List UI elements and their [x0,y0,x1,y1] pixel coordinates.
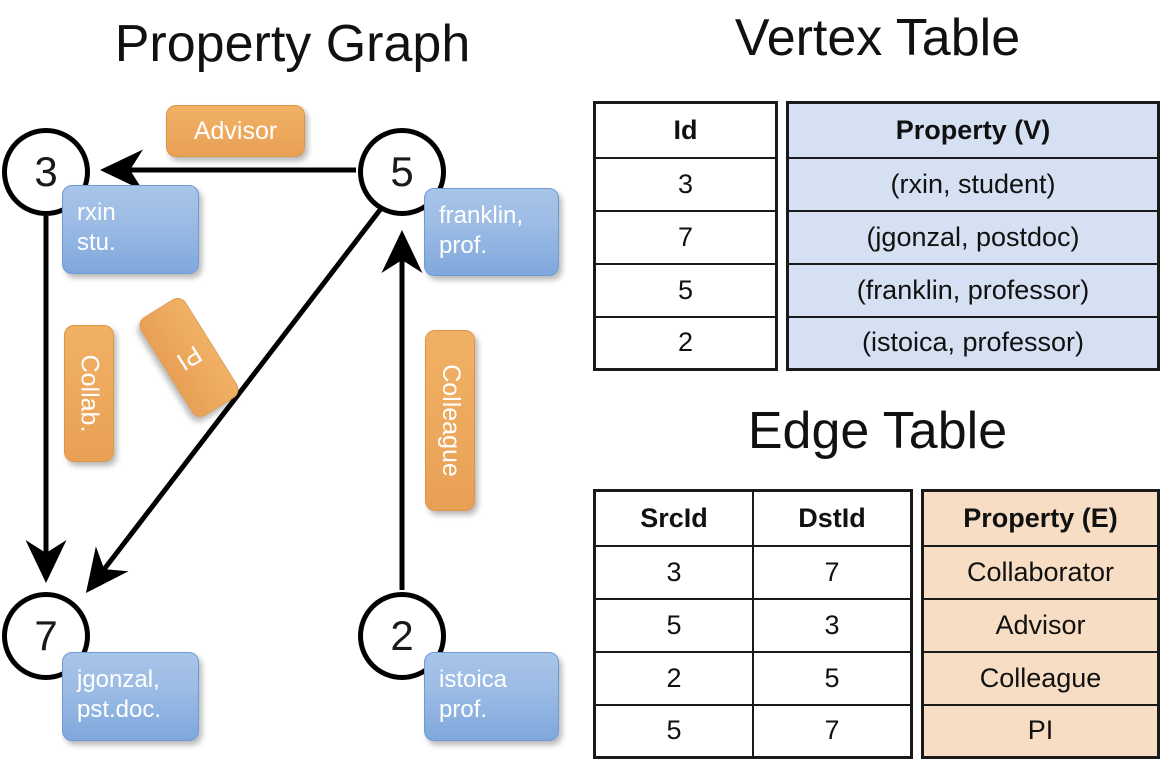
edge-label-collab-text: Collab. [75,354,104,433]
edge-table-cell-srcid: 2 [593,650,754,706]
vertex-property-callout-7: jgonzal, pst.doc. [62,652,199,741]
table-row[interactable]: (rxin, student) [786,156,1160,212]
table-row[interactable]: Advisor [921,597,1160,653]
vertex-table-property-column: Property (V) (rxin, student) (jgonzal, p… [786,101,1160,371]
vertex-table-cell-property: (jgonzal, postdoc) [786,209,1160,265]
table-row[interactable]: 5 [593,262,778,318]
vertex-property-callout-7-line1: jgonzal, [77,666,160,693]
edge-label-colleague: Colleague [425,330,475,511]
table-row[interactable]: 2 [593,315,778,371]
table-row[interactable]: Colleague [921,650,1160,706]
table-row[interactable]: 3 [593,156,778,212]
table-header-row: Property (V) [786,101,1160,159]
table-row[interactable]: Collaborator [921,544,1160,600]
table-row[interactable]: 5 7 [593,703,913,759]
edge-table-cell-dstid: 5 [752,650,913,706]
table-row[interactable]: 3 7 [593,544,913,600]
edge-label-pi-text: PI [171,339,207,377]
vertex-table-cell-property: (franklin, professor) [786,262,1160,318]
vertex-table-cell-property: (istoica, professor) [786,315,1160,371]
vertex-property-callout-5-line1: franklin, [439,202,524,229]
table-row[interactable]: (franklin, professor) [786,262,1160,318]
graph-node-5-label: 5 [390,148,414,195]
vertex-table-header-id: Id [593,101,778,159]
vertex-property-callout-3-line1: rxin [77,199,116,226]
edge-table-cell-property: PI [921,703,1160,759]
edge-table-cell-srcid: 5 [593,597,754,653]
edge-table-header-srcid: SrcId [593,489,754,547]
edge-label-advisor-text: Advisor [193,116,278,145]
table-row[interactable]: 5 3 [593,597,913,653]
graph-edge-5-7 [85,204,385,593]
page-title-property-graph: Property Graph [114,15,471,73]
edge-table-cell-srcid: 3 [593,544,754,600]
page-title-vertex-table: Vertex Table [734,9,1021,67]
vertex-property-callout-5: franklin, prof. [424,188,559,276]
edge-table-cell-srcid: 5 [593,703,754,759]
edge-label-collab: Collab. [64,325,114,462]
vertex-table-cell-id: 7 [593,209,778,265]
table-row[interactable]: 2 5 [593,650,913,706]
vertex-table-header-property: Property (V) [786,101,1160,159]
vertex-property-callout-2-line2: prof. [439,696,488,723]
vertex-property-callout-3-line2: stu. [77,229,116,256]
graph-node-2-label: 2 [390,612,414,659]
edge-table-cell-property: Colleague [921,650,1160,706]
edge-label-colleague-text: Colleague [436,364,465,477]
vertex-property-callout-3: rxin stu. [62,185,199,274]
table-header-row: Property (E) [921,489,1160,547]
edge-label-advisor: Advisor [166,105,305,157]
vertex-table-cell-id: 2 [593,315,778,371]
graph-node-5[interactable]: 5 [358,128,446,216]
table-row[interactable]: PI [921,703,1160,759]
graph-edges-svg [25,149,423,593]
page-title-edge-table: Edge Table [747,402,1008,460]
table-header-row: Id [593,101,778,159]
edge-table-cell-dstid: 7 [752,544,913,600]
edge-table-cell-dstid: 7 [752,703,913,759]
edge-table-property-column: Property (E) Collaborator Advisor Collea… [921,489,1160,759]
vertex-table-id-column: Id 3 7 5 2 [593,101,778,371]
vertex-table-cell-property: (rxin, student) [786,156,1160,212]
table-row[interactable]: (istoica, professor) [786,315,1160,371]
vertex-property-callout-5-line2: prof. [439,232,488,259]
graph-node-3-label: 3 [34,148,58,195]
table-header-row: SrcId DstId [593,489,913,547]
edge-table-header-property: Property (E) [921,489,1160,547]
property-graph-diagram: 3 5 7 2 rxin stu. franklin, prof. jgonza… [2,105,559,741]
edge-table-header-dstid: DstId [752,489,913,547]
graph-node-7-label: 7 [34,612,58,659]
vertex-table-cell-id: 3 [593,156,778,212]
edge-table-cell-property: Advisor [921,597,1160,653]
vertex-property-callout-2-line1: istoica [439,666,508,693]
graph-node-2[interactable]: 2 [358,592,446,680]
table-row[interactable]: 7 [593,209,778,265]
edge-table-id-columns: SrcId DstId 3 7 5 3 2 5 5 7 [593,489,913,759]
edge-table-cell-property: Collaborator [921,544,1160,600]
table-row[interactable]: (jgonzal, postdoc) [786,209,1160,265]
vertex-property-callout-2: istoica prof. [424,652,559,741]
vertex-table-cell-id: 5 [593,262,778,318]
edge-table-cell-dstid: 3 [752,597,913,653]
vertex-property-callout-7-line2: pst.doc. [77,696,162,723]
